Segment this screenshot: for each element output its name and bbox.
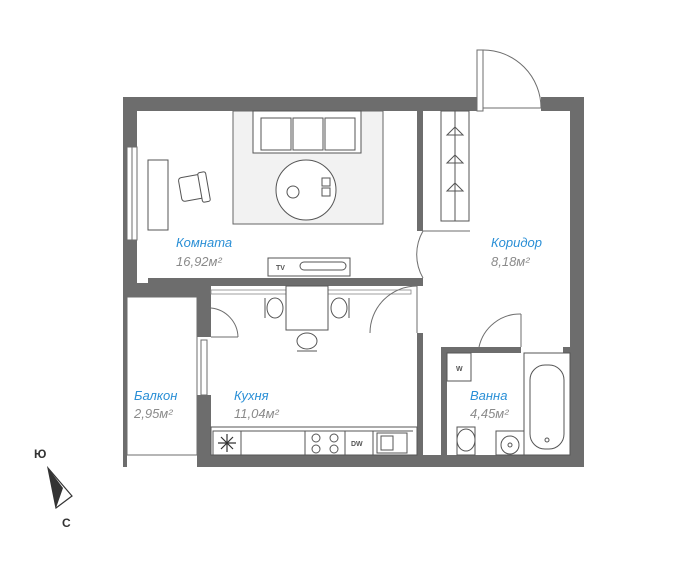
room-area-vanna: 4,45м² [470, 406, 509, 421]
room-name-kukhnya: Кухня [234, 388, 269, 403]
compass-top-letter: Ю [34, 447, 46, 461]
washing-machine [446, 352, 472, 382]
door-kitchen [369, 285, 418, 334]
door-bathroom [478, 313, 522, 348]
room-area-balkon: 2,95м² [133, 406, 173, 421]
compass-icon [46, 465, 73, 510]
compass-bottom-letter: С [62, 516, 71, 530]
hanger-icons [445, 123, 465, 192]
washer-label: W [456, 366, 463, 373]
room-name-vanna: Ванна [470, 388, 507, 403]
stove [304, 430, 346, 456]
interior-walls [148, 111, 570, 467]
tv-label: TV [276, 265, 285, 272]
sofa [252, 110, 362, 154]
fridge-snowflake-icon [212, 430, 242, 456]
dishwasher-label: DW [351, 441, 363, 448]
room-area-kukhnya: 11,04м² [234, 406, 279, 421]
kitchen-sink [376, 432, 408, 454]
bathtub [523, 352, 571, 456]
desk [147, 159, 169, 231]
tv-stand [267, 257, 351, 277]
wardrobe [440, 110, 470, 222]
room-area-komnata: 16,92м² [176, 254, 222, 269]
balcony-outline [126, 296, 198, 456]
desk-chair [178, 171, 211, 203]
dining-table [285, 285, 329, 331]
bathroom-sink [495, 430, 525, 456]
room-name-komnata: Комната [176, 235, 232, 250]
room-name-koridor: Коридор [491, 235, 542, 250]
dishwasher [344, 430, 374, 456]
door-balcony [200, 307, 239, 396]
room-area-koridor: 8,18м² [491, 254, 530, 269]
coffee-table [275, 159, 337, 221]
dining-chairs [264, 297, 350, 352]
entrance-door [476, 49, 542, 112]
room-name-balkon: Балкон [134, 388, 177, 403]
toilet [456, 426, 476, 456]
window-room-left [126, 146, 138, 241]
door-room [416, 230, 470, 279]
